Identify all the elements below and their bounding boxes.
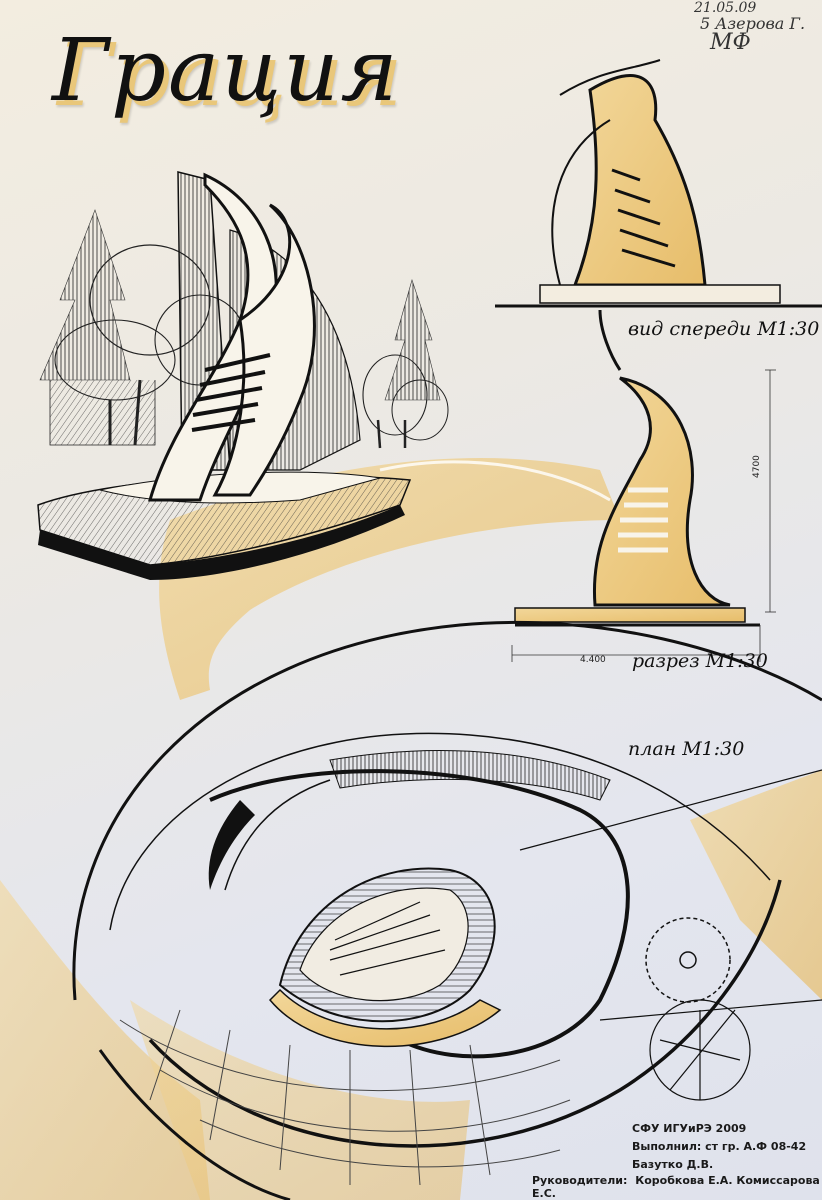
plan-view-label: план М1:30 [628,738,745,760]
section-view-label: разрез М1:30 [632,650,768,672]
handwritten-initials: МФ [710,30,751,55]
perspective-view [37,171,620,700]
handwritten-name: 5 Азерова Г. [700,14,806,33]
supervisors-label: Руководители: [532,1174,628,1187]
height-dimension: 4700 [752,455,762,478]
title-block-institution: СФУ ИГУиРЭ 2009 [632,1122,747,1135]
trees-right [362,278,449,449]
handwritten-date: 21.05.09 [694,0,757,16]
trees-left [39,209,246,446]
front-view-label: вид спереди М1:30 [628,318,820,340]
title-block-supervisors: Руководители: Коробкова Е.А. Комиссарова… [532,1174,822,1200]
poster-title: Грация [52,21,400,121]
plan-trees [645,917,751,1101]
sculpture-slats [191,353,271,432]
title-block-student: Базутко Д.В. [632,1158,714,1171]
plan-view [0,620,822,1200]
supervisors-names: Коробкова Е.А. Комиссарова Е.С. [532,1174,820,1200]
title-block: СФУ ИГУиРЭ 2009 Выполнил: ст гр. А.Ф 08-… [632,1120,822,1174]
width-dimension: 4.400 [580,655,606,665]
front-view [495,59,822,308]
title-block-performed: Выполнил: ст гр. А.Ф 08-42 [632,1140,807,1153]
